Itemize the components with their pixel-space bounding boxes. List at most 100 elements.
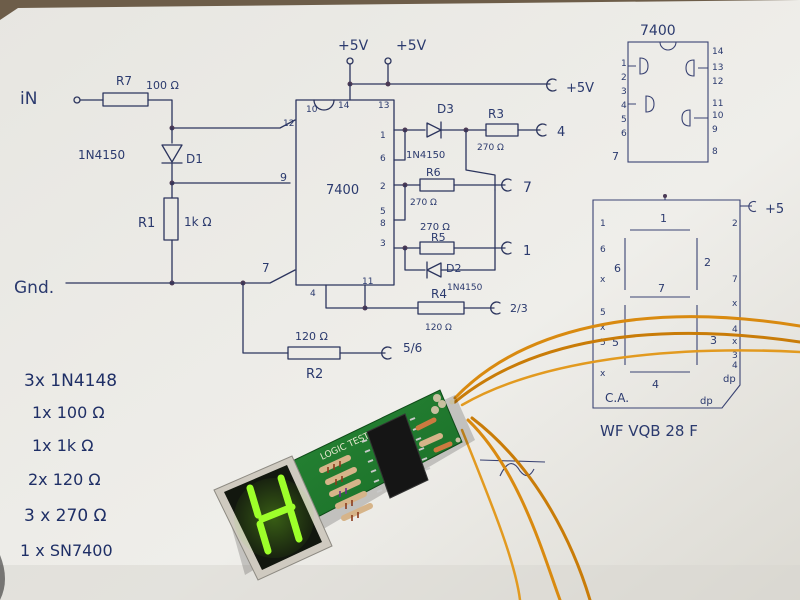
svg-text:+5: +5 (765, 202, 784, 217)
svg-text:7: 7 (732, 275, 738, 285)
bom-item: 2x 120 Ω (28, 470, 101, 489)
d1-diode (161, 144, 183, 163)
svg-text:1: 1 (380, 131, 386, 141)
r7-label: R7 (116, 74, 132, 88)
svg-text:6: 6 (614, 262, 621, 275)
svg-text:4: 4 (732, 361, 738, 371)
ic-7400-chip (366, 413, 429, 499)
svg-text:2: 2 (704, 256, 711, 269)
bom-item: 1x 100 Ω (32, 403, 105, 422)
svg-text:10: 10 (306, 105, 318, 115)
svg-text:x: x (732, 337, 738, 347)
vcc-label-2: +5V (396, 38, 427, 54)
svg-text:10: 10 (712, 111, 724, 121)
svg-text:3: 3 (621, 87, 627, 97)
svg-text:11: 11 (712, 99, 723, 109)
vcc-out-label: +5V (566, 81, 594, 96)
svg-text:3: 3 (380, 239, 386, 249)
svg-text:4: 4 (621, 101, 627, 111)
svg-text:12: 12 (712, 77, 723, 87)
svg-text:270 Ω: 270 Ω (477, 143, 504, 153)
lit-segments (246, 474, 303, 555)
svg-text:4: 4 (557, 125, 565, 140)
vcc-label-1: +5V (338, 38, 369, 54)
svg-text:13: 13 (378, 101, 389, 111)
svg-text:2: 2 (732, 219, 738, 229)
svg-text:x: x (600, 323, 606, 333)
svg-text:dp: dp (723, 374, 736, 385)
d1-type: 1N4150 (78, 148, 125, 162)
svg-text:5: 5 (600, 338, 606, 348)
svg-text:4: 4 (310, 289, 316, 299)
svg-text:R4: R4 (431, 287, 447, 301)
svg-text:3: 3 (710, 334, 717, 347)
svg-text:6: 6 (380, 154, 386, 164)
svg-text:1: 1 (523, 244, 531, 259)
r7-value: 100 Ω (146, 79, 179, 92)
svg-text:8: 8 (712, 147, 718, 157)
svg-text:D3: D3 (437, 102, 454, 116)
svg-text:7: 7 (612, 150, 619, 163)
bom-item: 3x 1N4148 (24, 371, 117, 391)
r1-value: 1k Ω (184, 215, 212, 229)
svg-text:13: 13 (712, 63, 723, 73)
svg-text:2: 2 (621, 73, 627, 83)
svg-text:D2: D2 (446, 262, 461, 275)
svg-text:14: 14 (338, 101, 350, 111)
bom-item: 1 x SN7400 (20, 541, 113, 560)
out-5-6: 5/6 (403, 341, 422, 355)
test-wires (453, 315, 800, 600)
svg-text:3: 3 (732, 351, 738, 361)
svg-text:4: 4 (732, 325, 738, 335)
svg-text:5: 5 (380, 207, 386, 217)
handwritten-scribble (479, 459, 546, 477)
svg-text:R6: R6 (426, 166, 441, 179)
svg-text:x: x (600, 275, 606, 285)
svg-text:12: 12 (283, 119, 294, 129)
gnd-label: Gnd. (14, 278, 54, 298)
bom-item: 1x 1k Ω (32, 436, 94, 455)
bom-list: 3x 1N4148 1x 100 Ω 1x 1k Ω 2x 120 Ω 3 x … (20, 371, 117, 560)
svg-text:dp: dp (700, 396, 713, 407)
r1-label: R1 (138, 216, 155, 231)
svg-text:2: 2 (380, 182, 386, 192)
d3-diode (426, 122, 442, 138)
display-part-number: WF VQB 28 F (600, 422, 698, 440)
svg-text:R5: R5 (431, 231, 446, 244)
r2-label: R2 (306, 367, 323, 382)
svg-text:7400: 7400 (640, 23, 676, 39)
svg-text:8: 8 (380, 219, 386, 229)
bom-item: 3 x 270 Ω (24, 506, 107, 526)
chip-label: 7400 (326, 183, 359, 198)
display-pinout: +5 1 6 2 7 5 3 4 dp dp 1 6 x 5 x 5 x 2 7… (592, 194, 784, 440)
svg-text:1N4150: 1N4150 (406, 150, 445, 161)
r2-value: 120 Ω (295, 330, 328, 343)
d1-label: D1 (186, 152, 203, 166)
svg-text:1: 1 (600, 219, 606, 229)
svg-text:7: 7 (523, 180, 532, 196)
svg-text:9: 9 (280, 171, 287, 184)
svg-text:11: 11 (362, 277, 373, 287)
svg-text:x: x (732, 299, 738, 309)
svg-text:6: 6 (600, 245, 606, 255)
r1-resistor (163, 197, 179, 241)
svg-text:5: 5 (612, 336, 619, 349)
svg-text:5: 5 (621, 115, 627, 125)
main-schematic: iN R7 100 Ω 1N4150 D1 R1 1k Ω Gnd. 7 120… (14, 38, 594, 382)
in-label: iN (20, 89, 37, 109)
svg-text:2/3: 2/3 (510, 302, 528, 315)
pinout-7400: 7400 1 2 3 4 5 6 7 14 13 12 11 10 9 8 (612, 23, 724, 163)
svg-text:14: 14 (712, 47, 724, 57)
svg-text:1: 1 (660, 212, 667, 225)
svg-text:x: x (600, 369, 606, 379)
svg-text:7: 7 (658, 282, 665, 295)
svg-text:120 Ω: 120 Ω (425, 323, 452, 333)
svg-text:4: 4 (652, 378, 659, 391)
svg-text:6: 6 (621, 129, 627, 139)
svg-text:9: 9 (712, 125, 718, 135)
svg-text:270 Ω: 270 Ω (410, 198, 437, 208)
pin7-label: 7 (262, 261, 270, 275)
